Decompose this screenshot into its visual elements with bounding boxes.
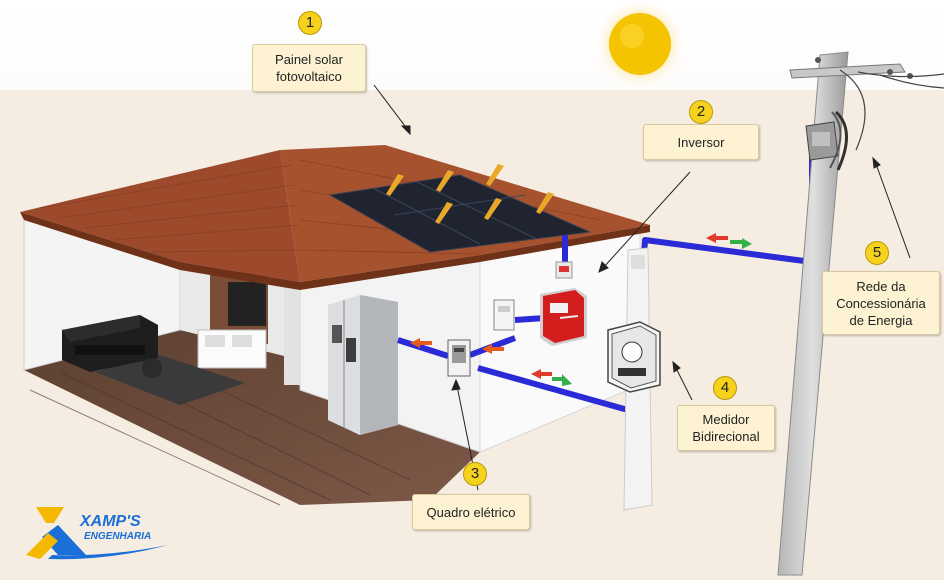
label-grid-line3: de Energia: [849, 312, 913, 328]
label-breaker-panel-text: Quadro elétrico: [426, 504, 516, 520]
label-5-number: 5: [865, 241, 889, 265]
sun-icon: [596, 0, 684, 88]
bidirectional-meter-icon: [607, 321, 661, 393]
label-meter-line1: Medidor: [702, 412, 750, 427]
label-meter-line2: Bidirecional: [692, 429, 760, 444]
junction-box-icon: [555, 261, 573, 279]
rug: [95, 355, 245, 405]
logo-mark: [26, 507, 168, 560]
flow-arrows: [410, 233, 752, 386]
label-inverter-text: Inversor: [677, 134, 725, 150]
label-meter: Medidor Bidirecional: [677, 405, 775, 451]
logo-subtext: ENGENHARIA: [84, 531, 152, 542]
label-solar-panel-line2: fotovoltaico: [276, 69, 342, 84]
label-solar-panel-line1: Painel solar: [275, 52, 343, 67]
solar-panel-icon: [328, 174, 592, 253]
inverter-icon: [540, 288, 587, 346]
label-2-number: 2: [689, 100, 713, 124]
refrigerator-icon: [328, 295, 398, 435]
label-solar-panel: Painel solar fotovoltaico: [252, 44, 366, 92]
tv-icon: [197, 272, 268, 369]
logo-text: XAMP'S: [80, 513, 141, 530]
ac-box-icon: [493, 299, 515, 331]
breaker-panel-icon: [447, 339, 471, 377]
company-logo: XAMP'S ENGENHARIA: [18, 505, 188, 565]
label-breaker-panel: Quadro elétrico: [412, 494, 530, 530]
label-grid-line1: Rede da: [856, 278, 906, 294]
label-grid: Rede da Concessionária de Energia: [822, 271, 940, 335]
label-grid-line2: Concessionária: [836, 295, 926, 311]
utility-pole-icon: [777, 51, 944, 576]
callout-arrows: [373, 84, 911, 491]
sunlight-arrows: [386, 164, 554, 224]
label-4-number: 4: [713, 376, 737, 400]
label-3-number: 3: [463, 462, 487, 486]
label-1-number: 1: [298, 11, 322, 35]
label-inverter: Inversor: [643, 124, 759, 160]
sofa-icon: [62, 315, 158, 372]
